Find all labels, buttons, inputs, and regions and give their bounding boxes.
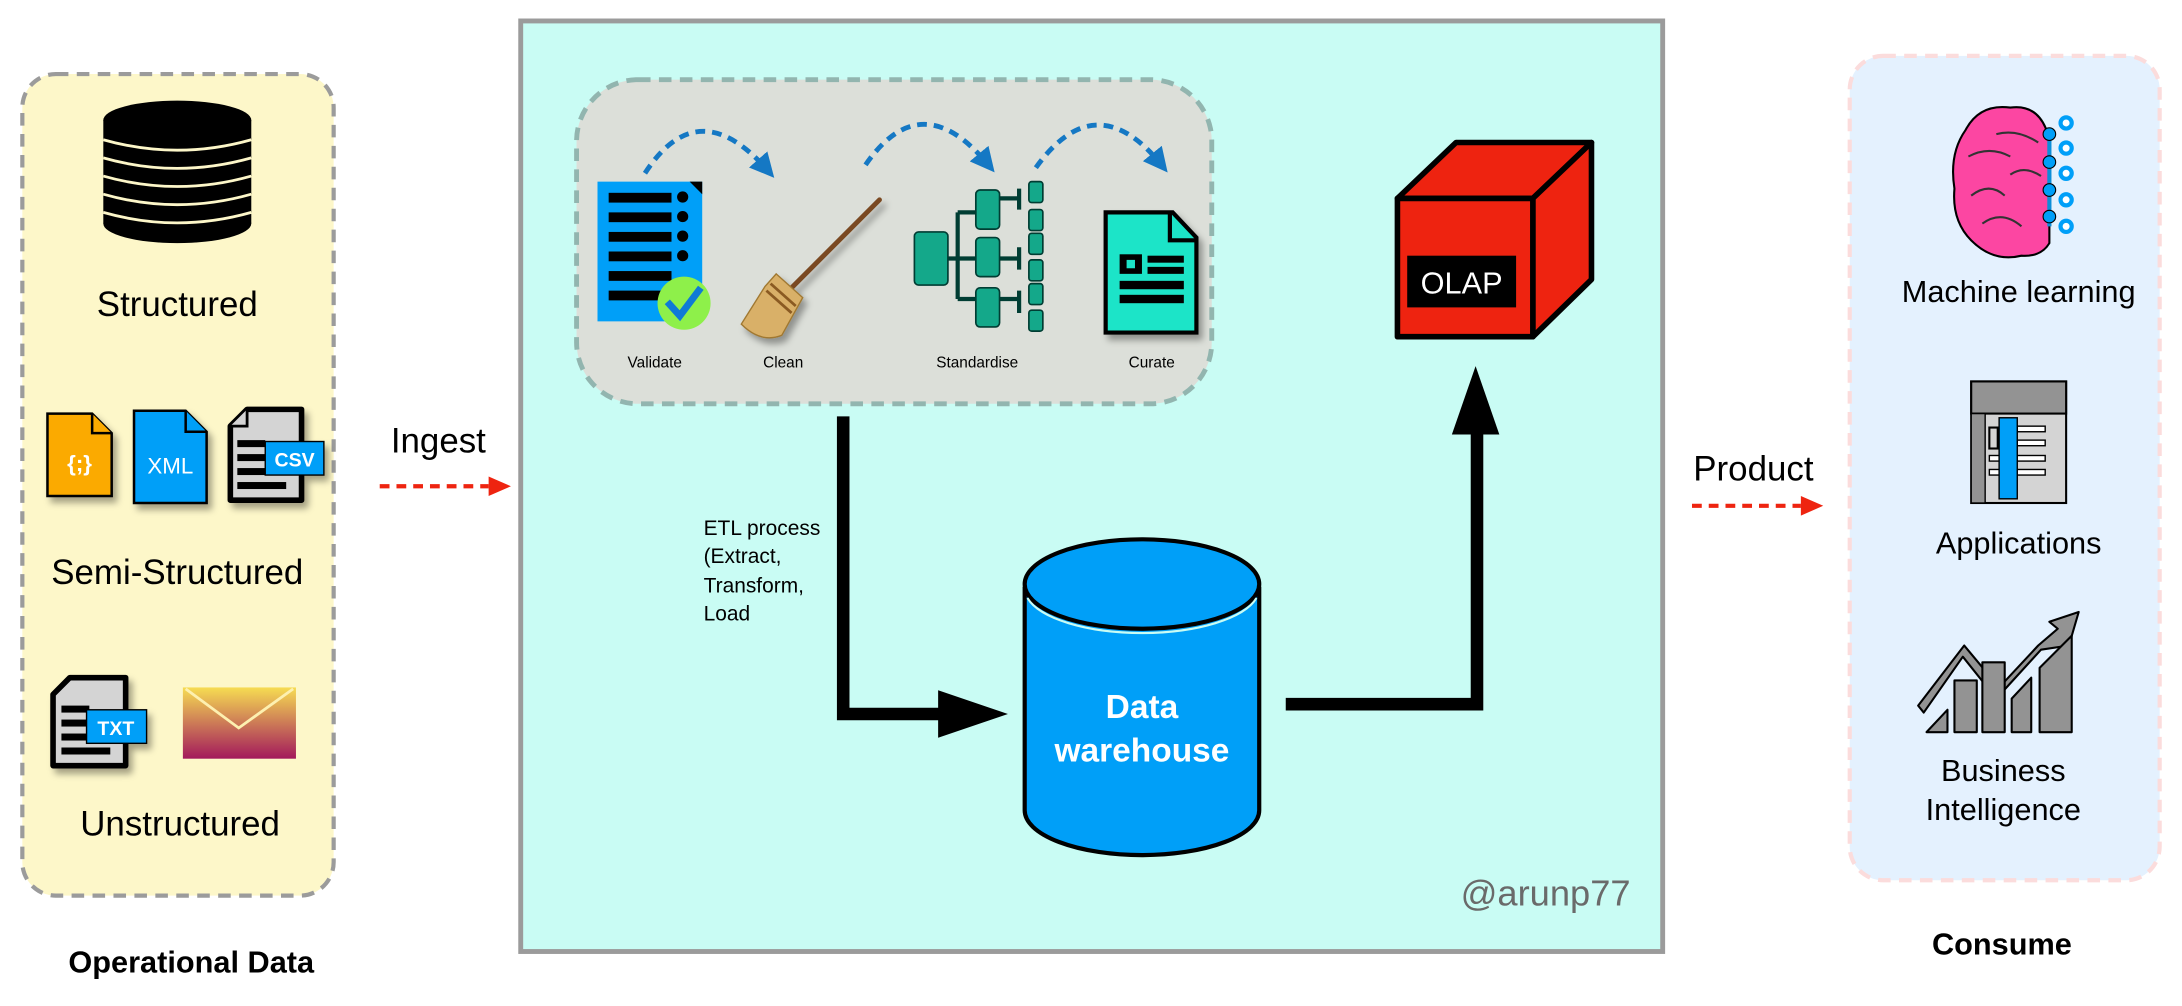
application-window-icon [1970, 380, 2068, 505]
consume-title: Consume [1932, 926, 2072, 961]
json-file-icon: {;} [46, 412, 113, 498]
database-icon [102, 100, 252, 244]
product-connector: Product [1691, 450, 1824, 516]
etl-process-label: ETL process (Extract, Transform, Load [704, 517, 821, 625]
operational-data-title: Operational Data [68, 944, 315, 979]
structured-label: Structured [97, 285, 258, 324]
operational-data-panel: Structured {;} XML CSV Semi-Structured [20, 71, 336, 979]
curate-document-icon [1103, 210, 1199, 335]
ingest-arrowhead-icon [488, 476, 511, 497]
step-label-validate: Validate [628, 354, 682, 371]
brain-network-icon [1952, 105, 2074, 259]
ingest-connector: Ingest [379, 422, 511, 497]
json-glyph: {;} [67, 451, 92, 476]
step-label-clean: Clean [763, 354, 803, 371]
xml-label: XML [147, 454, 193, 479]
pipeline-box: Validate Clean [574, 77, 1215, 407]
consume-panel: Machine learning Applications Business I… [1847, 53, 2162, 961]
csv-file-icon: CSV [227, 406, 325, 503]
watermark: @arunp77 [1461, 872, 1631, 913]
etl-line-3: Transform, [704, 574, 804, 597]
txt-label: TXT [97, 718, 134, 740]
flow-arrow-standardise-curate [1033, 122, 1168, 173]
data-warehouse-cylinder: Data warehouse [1022, 537, 1262, 858]
txt-file-icon: TXT [50, 674, 148, 769]
etl-arrow [836, 416, 1008, 738]
olap-cube-icon: OLAP [1394, 139, 1595, 340]
flow-arrow-validate-clean [642, 128, 775, 178]
etl-line-4: Load [704, 602, 751, 625]
xml-file-icon: XML [132, 409, 208, 505]
growth-chart-icon [1917, 610, 2080, 734]
semi-structured-label: Semi-Structured [51, 553, 303, 592]
product-label: Product [1693, 450, 1814, 489]
data-warehouse-frame: Validate Clean [518, 18, 1666, 954]
consume-item-applications: Applications [1936, 525, 2102, 560]
olap-label: OLAP [1421, 265, 1503, 300]
unstructured-label: Unstructured [80, 805, 280, 844]
product-arrowhead-icon [1800, 496, 1824, 516]
warehouse-label-line-2: warehouse [1053, 732, 1229, 769]
step-label-standardise: Standardise [936, 354, 1018, 371]
validate-checklist-icon [597, 181, 711, 330]
email-envelope-icon [182, 687, 296, 759]
warehouse-label-line-1: Data [1106, 689, 1179, 726]
consume-item-bi-line-2: Intelligence [1926, 792, 2081, 827]
clean-broom-icon [740, 197, 882, 339]
consume-item-machine-learning: Machine learning [1902, 274, 2136, 309]
etl-line-1: ETL process [704, 517, 821, 540]
standardise-hierarchy-icon [913, 180, 1044, 332]
consume-item-bi-line-1: Business [1941, 753, 2066, 788]
ingest-label: Ingest [391, 422, 486, 461]
etl-line-2: (Extract, [704, 545, 782, 568]
flow-arrow-clean-standardise [863, 121, 995, 173]
step-label-curate: Curate [1129, 354, 1175, 371]
csv-label: CSV [274, 450, 314, 472]
olap-arrow [1285, 366, 1500, 711]
